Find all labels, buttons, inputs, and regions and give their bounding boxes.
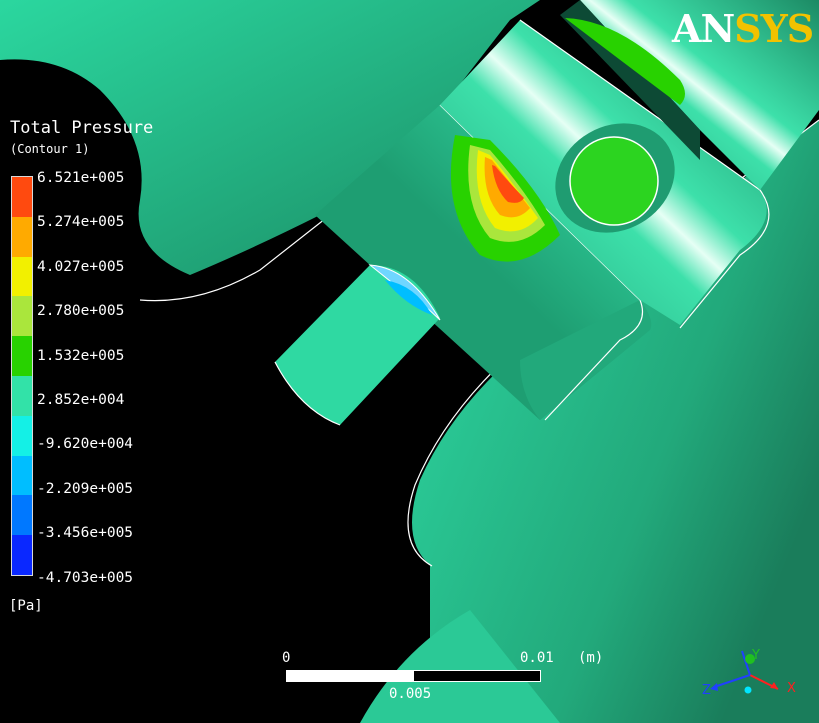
scale-bar-filled (286, 670, 414, 682)
legend-band (12, 455, 32, 496)
legend-band (12, 296, 32, 337)
legend-value-label: 2.852e+004 (37, 392, 125, 408)
legend-band (12, 336, 32, 376)
legend-band (12, 256, 32, 297)
housing-bottom-lobe (360, 610, 560, 723)
contour-region-red (492, 165, 524, 203)
z-axis-arrow (713, 674, 751, 688)
triad-origin (744, 686, 752, 694)
main-pipe-end (520, 300, 652, 420)
legend-value-label: 6.521e+005 (37, 170, 125, 186)
legend-value-label: 5.274e+005 (37, 214, 125, 231)
scale-mid-label: 0.005 (389, 686, 432, 702)
legend-value-label: -4.703e+005 (37, 569, 134, 586)
legend-value-label: -3.456e+005 (37, 525, 134, 542)
side-pipe (275, 265, 440, 425)
main-pipe-outline (439, 104, 644, 421)
scale-unit-label: (m) (578, 650, 604, 666)
legend-unit: [Pa] (9, 598, 43, 614)
y-axis-marker (745, 654, 755, 664)
upper-pipe-outline (519, 19, 770, 329)
legend-band (12, 535, 32, 575)
legend-value-label: -9.620e+004 (37, 436, 134, 453)
side-pipe-outline (274, 361, 341, 426)
triad-y-label: Y (752, 648, 760, 663)
y-axis-shaft (741, 650, 751, 676)
z-axis-arrowhead (710, 683, 718, 691)
legend-subtitle: (Contour 1) (10, 142, 90, 156)
legend-title: Total Pressure (10, 118, 154, 138)
contour-region-top (565, 18, 685, 105)
scale-start-label: 0 (282, 650, 291, 666)
housing-top-left (0, 0, 540, 275)
legend-band (12, 177, 32, 217)
axis-triad[interactable] (700, 645, 810, 705)
triad-x-label: X (787, 681, 796, 696)
bore-face (569, 136, 659, 226)
x-axis-arrowhead (770, 682, 778, 689)
legend-band (12, 216, 32, 257)
triad-z-label: Z (702, 683, 711, 698)
side-pipe-low-pressure (385, 280, 432, 315)
legend-value-label: 4.027e+005 (37, 258, 125, 275)
ansys-logo: ANSYS (672, 6, 814, 51)
legend-value-label: 1.532e+005 (37, 347, 125, 364)
legend-colorbar (11, 176, 33, 576)
legend-value-label: 2.780e+005 (37, 303, 125, 320)
legend-band (12, 495, 32, 536)
legend-band (12, 375, 32, 416)
legend-value-label: -2.209e+005 (37, 480, 134, 497)
housing-top-left-edge (139, 214, 331, 302)
legend-band (12, 415, 32, 456)
scale-end-label: 0.01 (520, 650, 554, 666)
